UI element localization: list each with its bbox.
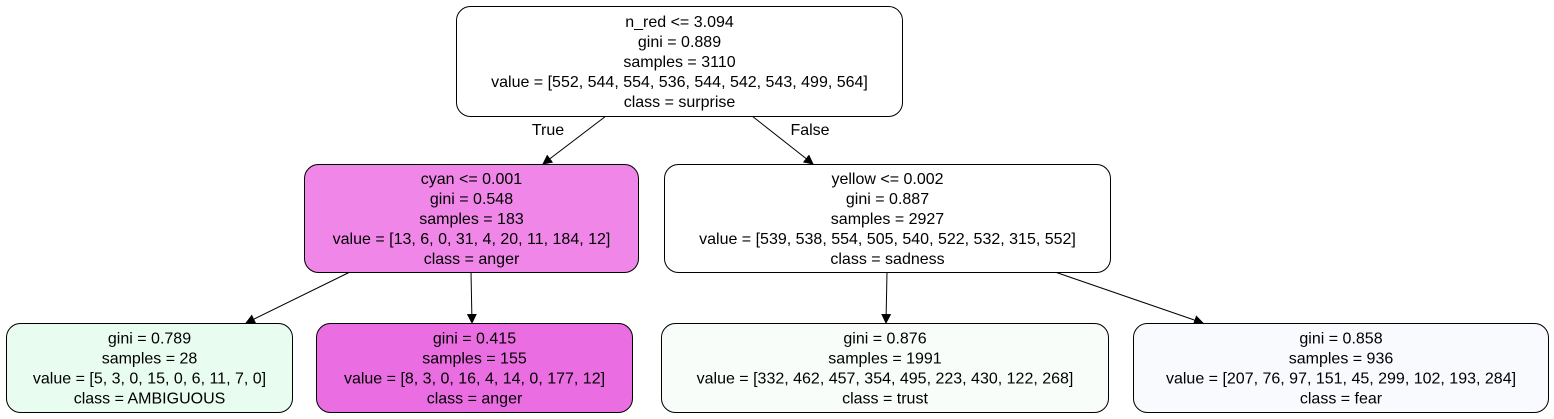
node-line: samples = 2927	[831, 211, 945, 228]
node-line: samples = 936	[1289, 351, 1394, 368]
node-line: value = [552, 544, 554, 536, 544, 542, 5…	[491, 74, 868, 91]
node-line: samples = 1991	[828, 351, 942, 368]
tree-node-right-right: gini = 0.858 samples = 936 value = [207, 7…	[1133, 323, 1549, 413]
tree-node-root: n_red <= 3.094 gini = 0.889 samples = 3110…	[456, 6, 903, 117]
node-line: class = anger	[427, 391, 523, 408]
edge-arrow-right-to-right-right	[1054, 271, 1204, 325]
node-line: gini = 0.889	[638, 34, 721, 51]
node-line: gini = 0.876	[843, 331, 926, 348]
node-line: value = [332, 462, 457, 354, 495, 223, 4…	[697, 371, 1074, 388]
tree-node-left-right: gini = 0.415 samples = 155 value = [8, 3, …	[316, 323, 633, 413]
edge-arrow-left-to-left-right	[466, 271, 477, 324]
tree-node-right-left: gini = 0.876 samples = 1991 value = [332, …	[661, 323, 1109, 413]
node-line: value = [8, 3, 0, 16, 4, 14, 0, 177, 12]	[344, 371, 605, 388]
node-line: samples = 183	[419, 211, 524, 228]
node-line: samples = 3110	[623, 54, 735, 71]
node-line: value = [5, 3, 0, 15, 0, 6, 11, 7, 0]	[33, 371, 266, 388]
node-box	[1133, 323, 1549, 413]
node-box	[661, 323, 1109, 413]
node-line: gini = 0.789	[108, 331, 191, 348]
edge-label-true: True	[532, 122, 564, 139]
node-line: class = sadness	[830, 251, 944, 268]
node-line: yellow <= 0.002	[831, 171, 943, 188]
node-line: value = [539, 538, 554, 505, 540, 522, 5…	[699, 231, 1076, 248]
node-line: samples = 28	[102, 351, 198, 368]
node-box	[6, 323, 293, 413]
tree-node-left: cyan <= 0.001 gini = 0.548 samples = 183 va…	[304, 164, 639, 273]
node-line: cyan <= 0.001	[421, 171, 523, 188]
node-line: gini = 0.858	[1299, 331, 1382, 348]
node-line: gini = 0.887	[846, 191, 929, 208]
edge-arrow-root-to-right	[751, 115, 814, 165]
node-line: class = anger	[424, 251, 520, 268]
node-line: value = [13, 6, 0, 31, 4, 20, 11, 184, 1…	[333, 231, 611, 248]
node-line: value = [207, 76, 97, 151, 45, 299, 102,…	[1166, 371, 1516, 388]
node-line: samples = 155	[422, 351, 527, 368]
edge-label-false: False	[790, 122, 829, 139]
node-box	[456, 6, 903, 117]
node-line: class = fear	[1300, 391, 1383, 408]
node-line: class = trust	[842, 391, 928, 408]
node-box	[316, 323, 633, 413]
tree-node-left-left: gini = 0.789 samples = 28 value = [5, 3, 0…	[6, 323, 293, 413]
edge-arrow-left-to-left-left	[245, 271, 351, 324]
edge-arrow-root-to-left	[542, 115, 607, 165]
node-line: class = surprise	[624, 94, 736, 111]
tree-node-right: yellow <= 0.002 gini = 0.887 samples = 292…	[664, 164, 1111, 273]
edge-arrow-right-to-right-left	[881, 271, 892, 324]
node-line: gini = 0.548	[430, 191, 513, 208]
node-box	[664, 164, 1111, 273]
node-box	[304, 164, 639, 273]
node-line: class = AMBIGUOUS	[74, 391, 226, 408]
node-line: gini = 0.415	[433, 331, 516, 348]
node-line: n_red <= 3.094	[625, 14, 734, 31]
